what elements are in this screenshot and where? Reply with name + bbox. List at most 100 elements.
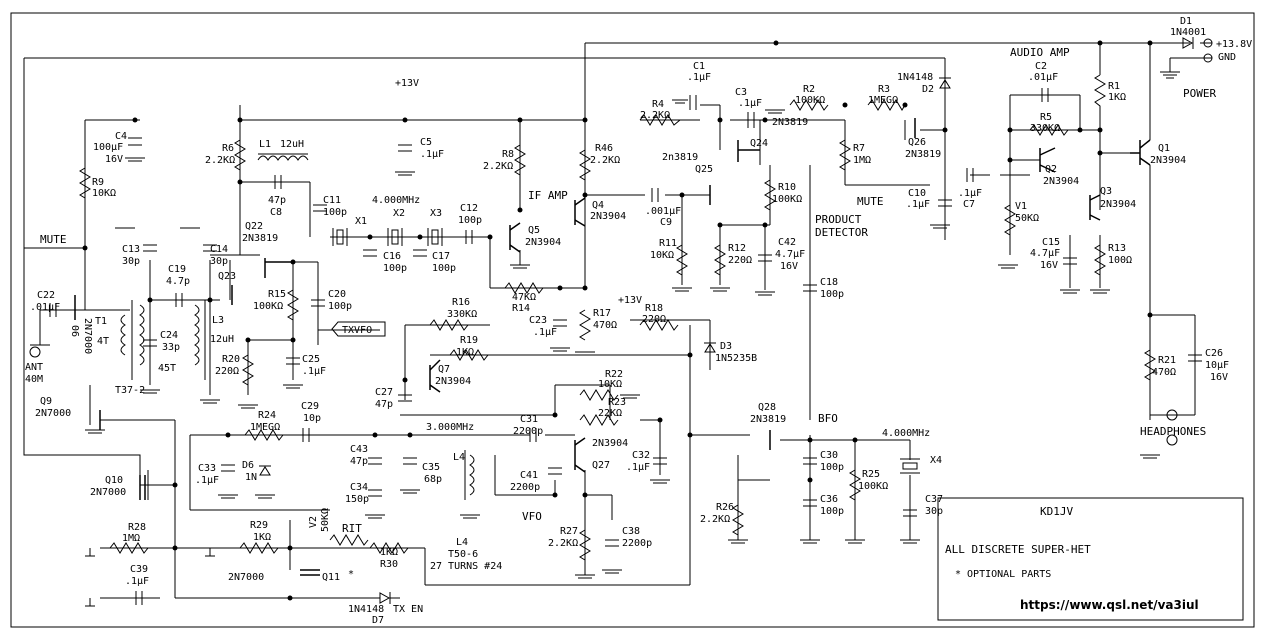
label-resistors-r6-0: R6 [222, 143, 234, 154]
label-capacitors-c7-0: C7 [963, 199, 975, 210]
label-capacitors-c38-0: C38 [622, 526, 640, 537]
label-resistors-r3-0: R3 [878, 84, 890, 95]
label-transistors-q27-1: 2N3904 [592, 438, 628, 449]
label-resistors-r6-1: 2.2KΩ [205, 155, 235, 166]
label-transistors-q22-1: 2N3819 [242, 233, 278, 244]
label-inductors-t1-0: T1 [95, 316, 107, 327]
label-resistors-r17-0: R17 [593, 308, 611, 319]
label-resistors-r15-0: R15 [268, 289, 286, 300]
label-capacitors-c1-0: C1 [693, 61, 705, 72]
label-capacitors-c22-1: .01µF [30, 302, 60, 313]
label-pots-v2val: 50KΩ [320, 508, 331, 532]
label-d1-type: 1N4001 [1170, 27, 1206, 38]
label-capacitors-c41-0: C41 [520, 470, 538, 481]
label-pots-v1-0: V1 [1015, 201, 1027, 212]
label-crystals-x1: X1 [355, 216, 367, 227]
label-resistors-r24-1: 1MEGΩ [250, 422, 280, 433]
label-capacitors-c30-0: C30 [820, 450, 838, 461]
label-resistors-r8-1: 2.2KΩ [483, 161, 513, 172]
label-resistors-r22-0: R22 [605, 369, 623, 380]
label-transistors-q5-0: Q5 [528, 225, 540, 236]
label-transistors-q4-1: 2N3904 [590, 211, 626, 222]
label-pots-v2: V2 [308, 516, 319, 528]
label-capacitors-c8-1: 47p [268, 195, 286, 206]
label-capacitors-c39-0: C39 [130, 564, 148, 575]
label-inductors-l1-0: L1 [259, 139, 271, 150]
label-capacitors-c1-1: .1µF [687, 72, 711, 83]
label-capacitors-c20-1: 100p [328, 301, 352, 312]
label-diodes-d2-1: 1N4148 [897, 72, 933, 83]
diode-symbols [259, 37, 1194, 604]
label-transistors-q10-1: 2N7000 [90, 487, 126, 498]
source-url: https://www.qsl.net/va3iul [1020, 598, 1199, 612]
label-capacitors-c43-0: C43 [350, 444, 368, 455]
label-capacitors-c37-0: C37 [925, 494, 943, 505]
label-inductors-l4_core-2: 27 TURNS #24 [430, 561, 502, 572]
label-resistors-r12-1: 220Ω [728, 255, 752, 266]
label-resistors-r28-0: R28 [128, 522, 146, 533]
label-capacitors-c24-1: 33p [162, 342, 180, 353]
label-transistors-q28-1: 2N3819 [750, 414, 786, 425]
label-capacitors-c29-0: C29 [301, 401, 319, 412]
label-capacitors-c29-1: 10p [303, 413, 321, 424]
label-capacitors-c14-1: 30p [210, 256, 228, 267]
label-transistors-q8-0: 06 [69, 325, 80, 337]
label-transistors-q10-0: Q10 [105, 475, 123, 486]
label-capacitors-c13-0: C13 [122, 244, 140, 255]
label-capacitors-c11-1: 100p [323, 207, 347, 218]
label-transistors-q9-1: 2N7000 [35, 408, 71, 419]
label-capacitors-c18-0: C18 [820, 277, 838, 288]
label-capacitors-c3-1: .1µF [738, 98, 762, 109]
label-inductors-l4_core-1: T50-6 [448, 549, 478, 560]
label-capacitors-c12-0: C12 [460, 203, 478, 214]
label-capacitors-c9-0: C9 [660, 217, 672, 228]
capacitor-symbols [49, 88, 1202, 605]
label-resistors-r14-0: R14 [512, 303, 530, 314]
label-transistors-q11-1: * [348, 569, 354, 580]
label-capacitors-c43-1: 47p [350, 456, 368, 467]
label-resistors-r26-0: R26 [716, 502, 734, 513]
label-capacitors-c35-1: 68p [424, 474, 442, 485]
label-diodes-d2-0: D2 [922, 84, 934, 95]
label-transistors-q4-0: Q4 [592, 200, 604, 211]
label-transistors-q2-1: 2N3904 [1043, 176, 1079, 187]
label-resistors-r4-1: 2.2KΩ [640, 110, 670, 121]
label-resistors-r3-1: 1MEGΩ [868, 95, 898, 106]
label-resistors-r29-1: 1KΩ [253, 532, 271, 543]
label-capacitors-c39-1: .1µF [125, 576, 149, 587]
label-capacitors-c18-1: 100p [820, 289, 844, 300]
label-transistors-q8-1: 2N7000 [82, 318, 93, 354]
label-resistors-r27-0: R27 [560, 526, 578, 537]
label-resistors-r13-1: 100Ω [1108, 255, 1132, 266]
label-sections-tx_en: TX EN [393, 604, 423, 615]
label-transistors-q28-0: Q28 [758, 402, 776, 413]
label-capacitors-c27-0: C27 [375, 387, 393, 398]
label-capacitors-c36-0: C36 [820, 494, 838, 505]
label-inductors-t1-2: 45T [158, 363, 176, 374]
label-capacitors-c41-1: 2200p [510, 482, 540, 493]
label-capacitors-c42-0: C42 [778, 237, 796, 248]
label-capacitors-c32-1: .1µF [626, 462, 650, 473]
label-audio-amp: AUDIO AMP [1010, 46, 1070, 59]
label-resistors-r20-1: 220Ω [215, 366, 239, 377]
label-resistors-r26-1: 2.2KΩ [700, 514, 730, 525]
design-description: ALL DISCRETE SUPER-HET [945, 543, 1091, 556]
label-sections-ant: ANT [25, 362, 43, 373]
label-resistors-r16-0: R16 [452, 297, 470, 308]
label-transistors-q3-1: 2N3904 [1100, 199, 1136, 210]
label-capacitors-c19-1: 4.7p [166, 276, 190, 287]
schematic-frame [10, 12, 1255, 628]
label-d1: D1 [1180, 16, 1192, 27]
label-capacitors-c35-0: C35 [422, 462, 440, 473]
label-transistors-q22-0: Q22 [245, 221, 263, 232]
wiring [23, 42, 1212, 599]
label-resistors-r1-1: 1KΩ [1108, 92, 1126, 103]
crystal-symbols [332, 228, 920, 474]
label-capacitors-c15-0: C15 [1042, 237, 1060, 248]
label-capacitors-c8-0: C8 [270, 207, 282, 218]
label-resistors-r18-1: 220Ω [642, 314, 666, 325]
label-resistors-r19-0: R19 [460, 335, 478, 346]
label-capacitors-c32-0: C32 [632, 450, 650, 461]
label-transistors-q1-0: Q1 [1158, 143, 1170, 154]
